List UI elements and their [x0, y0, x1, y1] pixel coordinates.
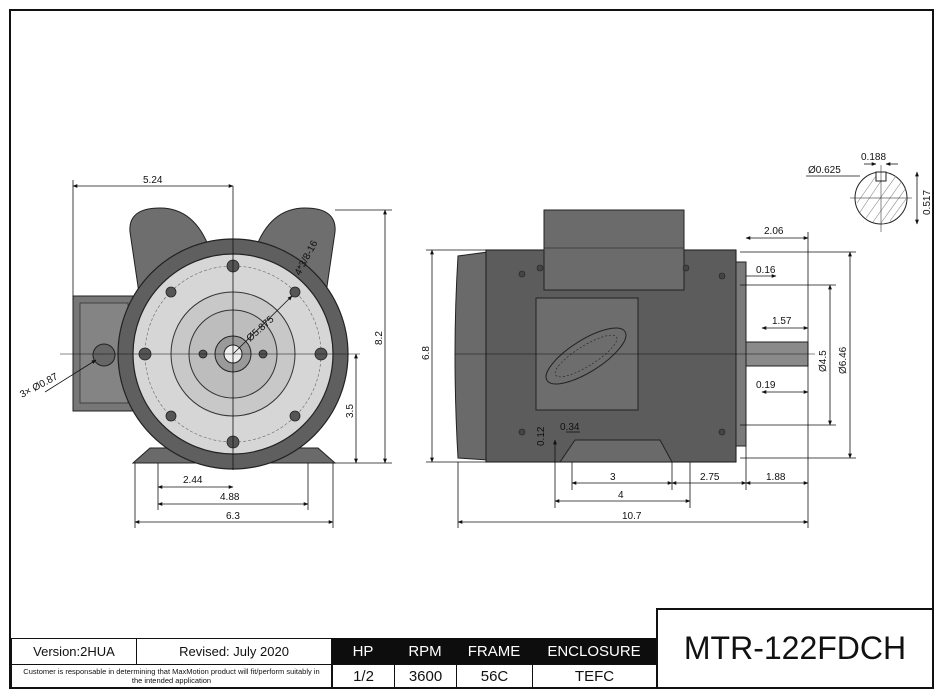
- capacitor-cover: [543, 209, 685, 291]
- dim-shaft-shoulder: 0.19: [756, 380, 776, 391]
- disclaimer: Customer is responsable in determining t…: [11, 664, 332, 688]
- dim-shaft-ext: 2.06: [764, 226, 784, 237]
- dim-flange-dia: Ø6.46: [838, 346, 849, 374]
- dim-overall-len: 10.7: [622, 511, 642, 522]
- value-rpm: 3600: [394, 664, 457, 688]
- shaft-section: [850, 165, 912, 232]
- dim-shaft-dia: Ø0.625: [808, 165, 841, 176]
- logo-mark: [545, 327, 627, 385]
- dim-base-holes: 4.88: [220, 492, 240, 503]
- header-frame: FRAME: [456, 638, 532, 665]
- dim-shaft-height: 3.5: [345, 404, 356, 418]
- side-foot: [559, 439, 673, 463]
- dim-front-width-top: 5.24: [143, 175, 163, 186]
- header-enclosure: ENCLOSURE: [532, 638, 656, 665]
- dim-flange-thk: 0.16: [756, 265, 776, 276]
- dim-pilot-dia: Ø4.5: [818, 350, 829, 372]
- dim-base-half: 2.44: [183, 475, 203, 486]
- header-hp: HP: [332, 638, 394, 665]
- dim-foot-total: 4: [618, 490, 624, 501]
- model-number: MTR-122FDCH: [656, 608, 934, 689]
- dim-side-height: 6.8: [421, 346, 432, 360]
- dim-key-depth: 0.517: [922, 190, 933, 215]
- dim-foot-span: 3: [610, 472, 616, 483]
- dim-key-len: 1.57: [772, 316, 792, 327]
- dim-foot-thk: 0.12: [536, 426, 547, 446]
- dim-shaft-len: 1.88: [766, 472, 786, 483]
- value-frame: 56C: [456, 664, 533, 688]
- dim-front-height: 8.2: [374, 331, 385, 345]
- version-label: Version:2HUA: [11, 638, 137, 665]
- front-view: [60, 186, 360, 470]
- value-hp: 1/2: [332, 664, 395, 688]
- dim-base-width: 6.3: [226, 511, 240, 522]
- drawing-frame: [9, 9, 934, 689]
- rear-cap: [454, 251, 489, 461]
- conduit-hole: [92, 343, 116, 367]
- revised-label: Revised: July 2020: [136, 638, 332, 665]
- dim-foot-slot: 0.34: [560, 422, 580, 433]
- side-dimensions: [426, 232, 856, 528]
- front-dimensions: [44, 180, 392, 528]
- value-enclosure: TEFC: [532, 664, 657, 688]
- dim-foot-to-face: 2.75: [700, 472, 720, 483]
- header-rpm: RPM: [394, 638, 456, 665]
- shaft-dimensions: [806, 162, 919, 225]
- dim-key-width: 0.188: [861, 152, 886, 163]
- side-view: [454, 209, 815, 463]
